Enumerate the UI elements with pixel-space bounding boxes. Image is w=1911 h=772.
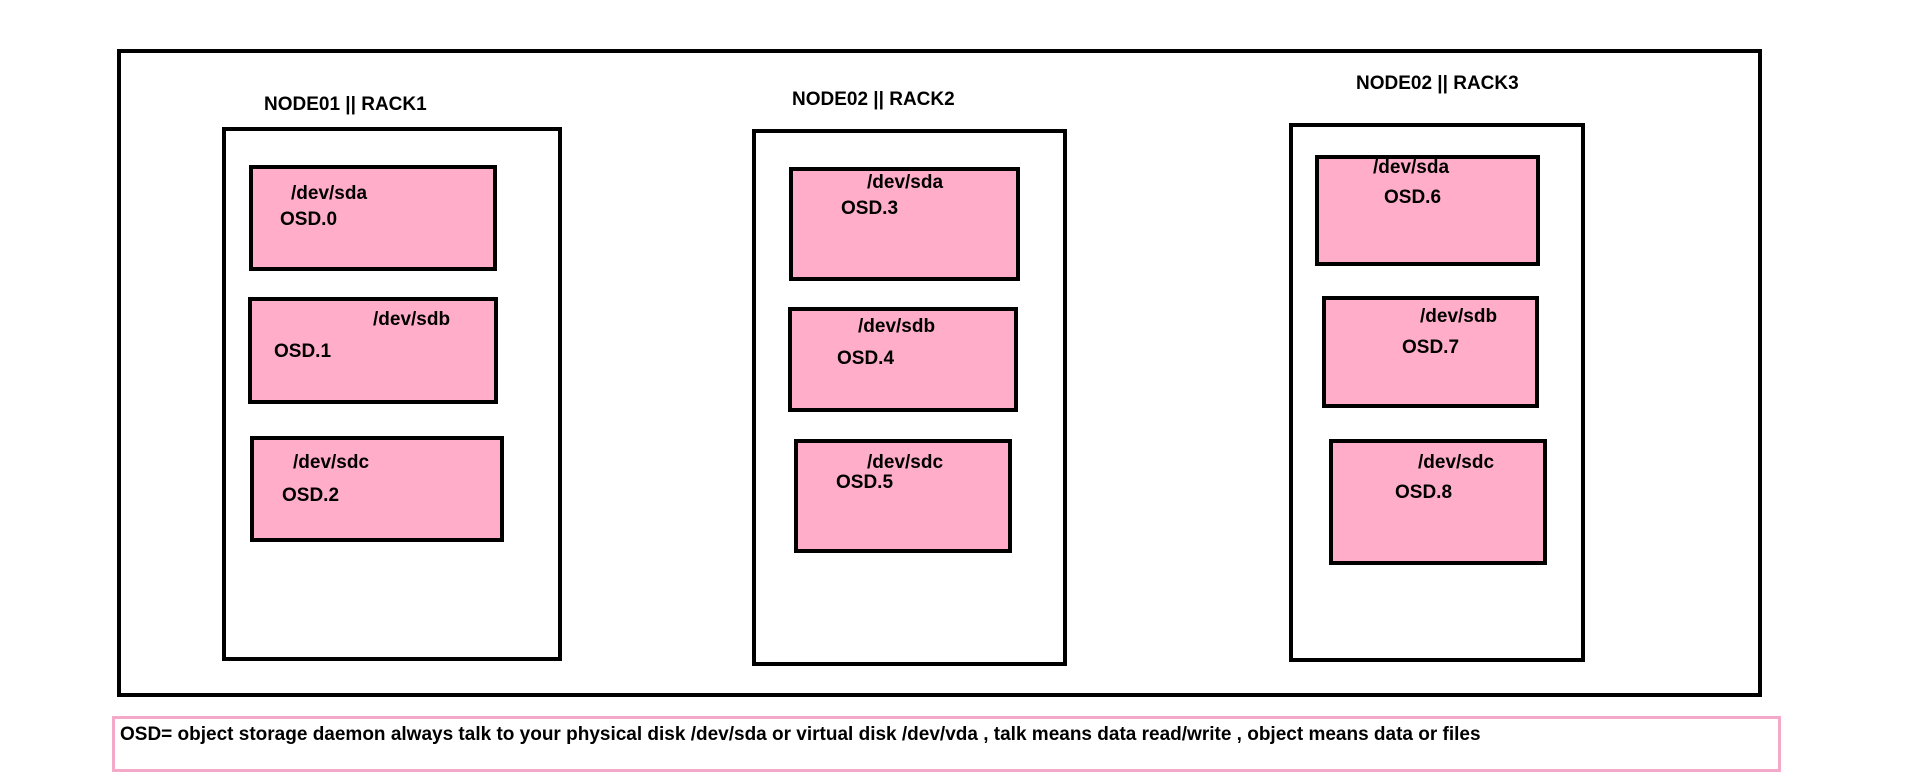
disk-box-osd5 (794, 439, 1012, 553)
disk-device-label: /dev/sdc (867, 452, 944, 473)
osd-label: OSD.3 (841, 198, 899, 219)
osd-label: OSD.7 (1402, 337, 1460, 358)
disk-box-osd7 (1322, 296, 1539, 408)
disk-box-osd6 (1315, 155, 1540, 266)
disk-box-osd8 (1329, 439, 1547, 565)
osd-label: OSD.2 (282, 485, 340, 506)
node-title-node01: NODE01 || RACK1 (264, 94, 427, 115)
osd-label: OSD.8 (1395, 482, 1453, 503)
node-title-node02-rack2: NODE02 || RACK2 (792, 89, 955, 110)
osd-label: OSD.0 (280, 209, 338, 230)
disk-box-osd1 (248, 297, 498, 404)
disk-box-osd0 (249, 165, 497, 271)
disk-device-label: /dev/sda (867, 172, 944, 193)
disk-device-label: /dev/sdb (858, 316, 936, 337)
osd-label: OSD.1 (274, 341, 332, 362)
disk-device-label: /dev/sdc (1418, 452, 1495, 473)
disk-device-label: /dev/sda (1373, 157, 1450, 178)
disk-box-osd2 (250, 436, 504, 542)
disk-box-osd3 (789, 167, 1020, 281)
legend-text: OSD= object storage daemon always talk t… (120, 724, 1481, 745)
osd-label: OSD.5 (836, 472, 894, 493)
disk-device-label: /dev/sdb (373, 309, 451, 330)
disk-box-osd4 (788, 307, 1018, 412)
osd-label: OSD.6 (1384, 187, 1442, 208)
disk-device-label: /dev/sdc (293, 452, 370, 473)
cluster-frame (117, 49, 1762, 697)
disk-device-label: /dev/sda (291, 183, 368, 204)
osd-label: OSD.4 (837, 348, 895, 369)
disk-device-label: /dev/sdb (1420, 306, 1498, 327)
node-title-node02-rack3: NODE02 || RACK3 (1356, 73, 1519, 94)
